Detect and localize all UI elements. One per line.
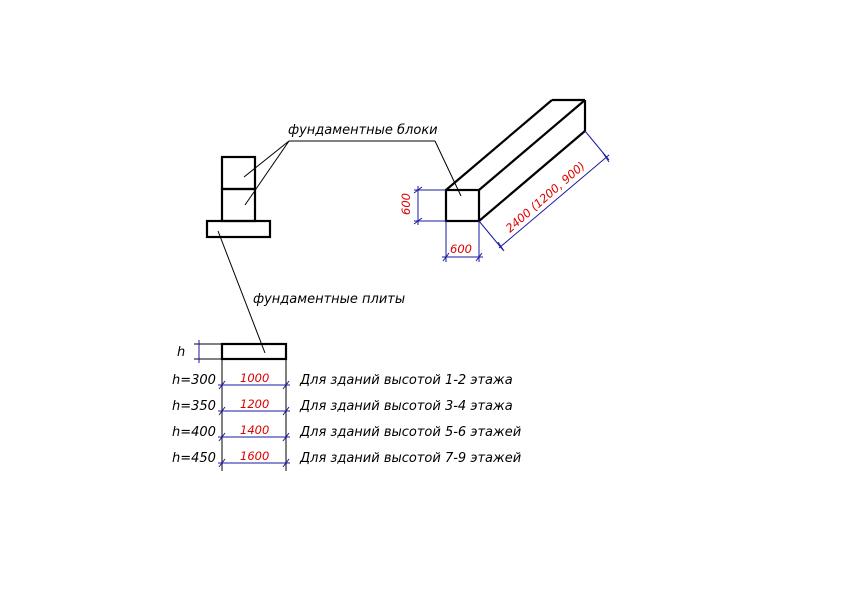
table-row: h=300 1000 Для зданий высотой 1-2 этажа [172, 371, 513, 390]
foundation-plate [205, 219, 272, 239]
plates-leader [217, 230, 266, 354]
block-length-dimension [478, 130, 610, 252]
row-width: 1200 [240, 397, 269, 411]
row-desc: Для зданий высотой 1-2 этажа [299, 373, 513, 388]
row-h: h=300 [172, 373, 216, 388]
row-desc: Для зданий высотой 7-9 этажей [299, 451, 521, 466]
block-length-value: 2400 (1200, 900) [503, 159, 588, 235]
row-h: h=350 [172, 399, 216, 414]
blocks-leader [243, 140, 462, 206]
row-width: 1400 [240, 423, 269, 437]
table-row: h=350 1200 Для зданий высотой 3-4 этажа [172, 397, 513, 416]
row-h: h=450 [172, 451, 216, 466]
row-width: 1000 [240, 371, 269, 385]
block-width-value: 600 [450, 242, 472, 256]
plate-table: h=300 1000 Для зданий высотой 1-2 этажа … [172, 359, 521, 471]
foundation-block-top [220, 155, 257, 191]
block-height-dimension [413, 186, 446, 225]
row-h: h=400 [172, 425, 216, 440]
blocks-label: фундаментные блоки [288, 123, 438, 138]
plate-h-label: h [177, 345, 185, 360]
foundation-block-bottom [220, 187, 257, 223]
table-row: h=400 1400 Для зданий высотой 5-6 этажей [172, 423, 521, 442]
table-row: h=450 1600 Для зданий высотой 7-9 этажей [172, 449, 521, 468]
foundation-assembly [205, 155, 272, 239]
block-height-value: 600 [399, 193, 413, 215]
plate-section [194, 340, 288, 363]
row-desc: Для зданий высотой 5-6 этажей [299, 425, 521, 440]
isometric-block [444, 98, 587, 223]
plates-label: фундаментные плиты [253, 292, 405, 307]
block-width-dimension [442, 221, 483, 262]
row-width: 1600 [240, 449, 269, 463]
row-desc: Для зданий высотой 3-4 этажа [299, 399, 513, 414]
